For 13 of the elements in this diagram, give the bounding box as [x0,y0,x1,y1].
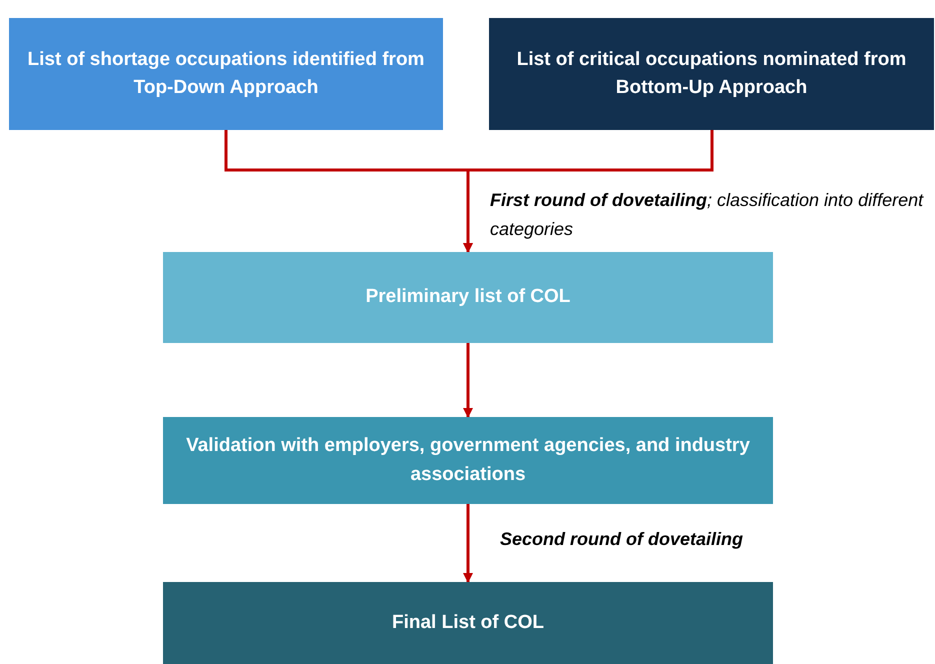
box-text: Validation with employers, government agencies, and industry associations [185,434,751,486]
process-box [163,417,773,504]
box-text: List of shortage occupations identified from Top-Down Approach [26,48,426,100]
arrow [463,504,473,583]
arrow [463,130,714,253]
box-text: Preliminary list of COL [366,285,570,310]
process-box [9,18,443,130]
process-box [163,582,773,664]
process-box [163,252,773,343]
box-text: List of critical occupations nominated from Bottom-Up Approach [516,48,908,100]
box-text: Final List of COL [392,610,544,635]
arrow [463,343,473,418]
process-box [489,18,934,130]
